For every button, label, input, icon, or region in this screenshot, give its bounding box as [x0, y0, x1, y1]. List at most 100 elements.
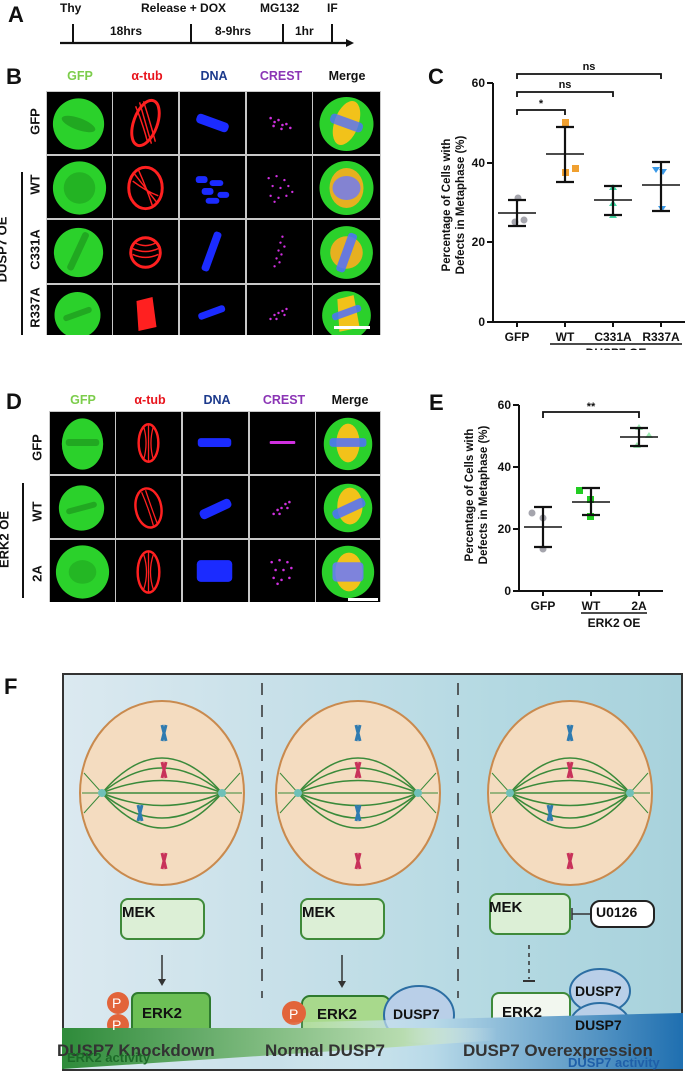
image-d-gfp-merge: [316, 412, 380, 474]
image-d-gfp-crest: [250, 412, 315, 474]
svg-text:ns: ns: [583, 61, 596, 73]
svg-text:Percentage of Cells with: Percentage of Cells with: [464, 429, 476, 562]
timeline-event-mg132: MG132: [260, 1, 300, 15]
timeline-event-if: IF: [327, 1, 338, 15]
svg-text:Defects in Metaphase (%): Defects in Metaphase (%): [455, 135, 467, 274]
row-label-r337a: R337A: [27, 287, 43, 328]
timeline-event-thy: Thy: [60, 1, 82, 15]
svg-text:GFP: GFP: [505, 330, 530, 344]
image-d-2a-atub: [116, 540, 181, 602]
svg-text:R337A: R337A: [642, 330, 680, 344]
image-wt-crest: [247, 156, 312, 218]
column-header-gfp: GFP: [67, 69, 93, 83]
svg-text:Percentage of Cells with: Percentage of Cells with: [441, 139, 453, 272]
image-gfp-merge: [313, 92, 380, 154]
phospho-1: P: [112, 995, 122, 1011]
svg-text:0: 0: [504, 584, 511, 598]
column-header-gfp-d: GFP: [70, 393, 96, 407]
image-c331a-gfp: [47, 220, 112, 283]
panel-letter-f: F: [4, 674, 18, 699]
svg-text:60: 60: [472, 76, 486, 90]
model-diagram: [62, 683, 683, 1069]
timeline-duration-3: 1hr: [295, 24, 314, 38]
group-bracket-line-d: [22, 483, 24, 598]
column-header-merge: Merge: [328, 69, 366, 83]
timeline-event-release: Release + DOX: [141, 1, 227, 15]
image-r337a-atub: [113, 285, 178, 335]
timeline-duration-2: 8-9hrs: [215, 24, 252, 38]
image-d-2a-gfp: [50, 540, 115, 602]
scale-bar-d: [348, 598, 378, 601]
svg-text:ns: ns: [559, 79, 572, 91]
erk2-activity-label: ERK2 activity: [67, 1050, 151, 1065]
svg-text:20: 20: [472, 235, 486, 249]
svg-text:40: 40: [472, 156, 486, 170]
panel-letter-d: D: [6, 389, 22, 414]
image-r337a-dna: [180, 285, 245, 335]
row-label-2a-d: 2A: [29, 565, 45, 582]
image-d-gfp-gfp: [50, 412, 115, 474]
phospho-normal: P: [289, 1006, 299, 1022]
svg-text:2A: 2A: [631, 599, 647, 613]
svg-text:0: 0: [478, 315, 485, 329]
svg-text:**: **: [587, 401, 596, 413]
panel-letter-c: C: [428, 64, 444, 89]
dusp7-normal: DUSP7: [393, 1006, 440, 1022]
panel-letter-b: B: [6, 64, 22, 89]
scale-bar-b: [334, 326, 370, 329]
group-bracket-line: [21, 172, 23, 335]
image-d-wt-merge: [316, 476, 380, 538]
image-wt-gfp: [47, 156, 112, 218]
image-c331a-merge: [313, 220, 380, 283]
image-gfp-crest: [247, 92, 312, 154]
chart-c: 60 40 20 0 GFP WT C331A R337A DUSP7 OE Percent…: [441, 61, 685, 350]
image-d-wt-dna: [183, 476, 248, 538]
svg-text:*: *: [539, 98, 544, 110]
row-label-wt: WT: [27, 174, 43, 195]
svg-text:C331A: C331A: [594, 330, 632, 344]
erk2-label-normal: ERK2: [317, 1006, 358, 1023]
svg-text:60: 60: [498, 398, 512, 412]
group-label-dusp7-oe: DUSP7 OE: [0, 216, 10, 283]
column-title-normal: Normal DUSP7: [265, 1041, 385, 1060]
svg-text:Defects in Metaphase (%): Defects in Metaphase (%): [478, 425, 490, 564]
column-header-dna: DNA: [200, 69, 228, 83]
image-d-wt-gfp: [50, 476, 115, 538]
column-title-overexpression: DUSP7 Overexpression: [463, 1041, 653, 1060]
panel-letter-e: E: [429, 390, 444, 415]
row-label-gfp-d: GFP: [29, 434, 45, 461]
svg-text:DUSP7 OE: DUSP7 OE: [586, 346, 647, 350]
row-label-c331a: C331A: [27, 229, 43, 270]
row-label-gfp: GFP: [27, 108, 43, 135]
image-d-2a-merge: [316, 540, 380, 602]
mek-label-overexpression: MEK: [489, 899, 523, 916]
image-wt-atub: [113, 156, 178, 218]
svg-text:WT: WT: [556, 330, 575, 344]
image-r337a-gfp: [47, 285, 112, 335]
mek-label-knockdown: MEK: [122, 904, 156, 921]
group-label-erk2-oe: ERK2 OE: [0, 510, 12, 569]
mek-label-normal: MEK: [302, 904, 336, 921]
panel-letter-a: A: [8, 2, 24, 27]
timeline-arrow: [60, 24, 354, 47]
image-c331a-atub: [113, 220, 178, 283]
microscopy-grid-b: [46, 91, 381, 335]
microscopy-grid-d: [49, 411, 381, 602]
column-header-crest-d: CREST: [262, 393, 306, 407]
erk2-label-overexpression: ERK2: [502, 1004, 543, 1021]
svg-text:WT: WT: [582, 599, 601, 613]
dusp7-overexpression-1: DUSP7: [575, 983, 622, 999]
image-wt-dna: [180, 156, 245, 218]
column-header-crest: CREST: [259, 69, 303, 83]
phospho-2: P: [112, 1017, 122, 1033]
image-d-2a-crest: [250, 540, 315, 602]
column-header-dna-d: DNA: [203, 393, 231, 407]
inhibitor-u0126: U0126: [596, 904, 638, 920]
timeline-duration-1: 18hrs: [110, 24, 143, 38]
image-d-gfp-dna: [183, 412, 248, 474]
svg-text:40: 40: [498, 460, 512, 474]
image-d-2a-dna: [183, 540, 248, 602]
dusp7-activity-label: DUSP7 activity: [568, 1055, 660, 1070]
svg-text:GFP: GFP: [531, 599, 556, 613]
